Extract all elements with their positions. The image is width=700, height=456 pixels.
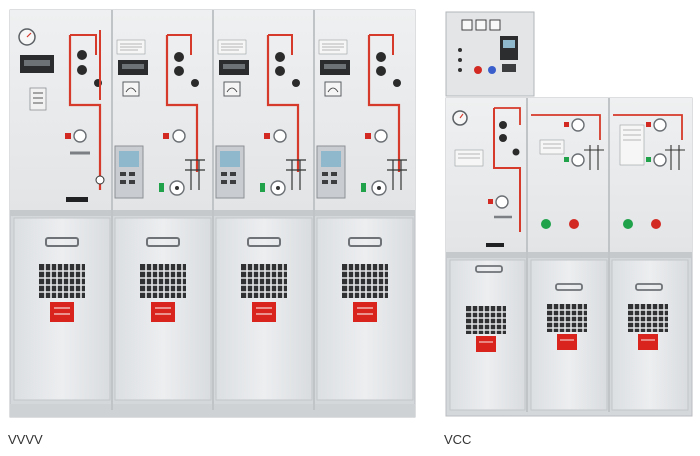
vvvv-unit-3 [215,34,306,199]
vvvv-unit-1 [20,30,105,202]
vcc-unit-c1 [531,114,604,229]
vvvv-unit-2 [114,34,205,199]
vvvv-unit-4 [316,34,407,199]
vcc-unit-v [454,107,521,247]
switchgear-vvvv [9,9,416,418]
vvvv-lower-doors [13,217,414,401]
switchgear-vcc [445,11,693,417]
vcc-unit-c2 [613,114,685,229]
vcc-lower-doors [449,259,689,411]
caption-right: VCC [444,432,472,447]
caption-left: VVVV [8,432,43,447]
